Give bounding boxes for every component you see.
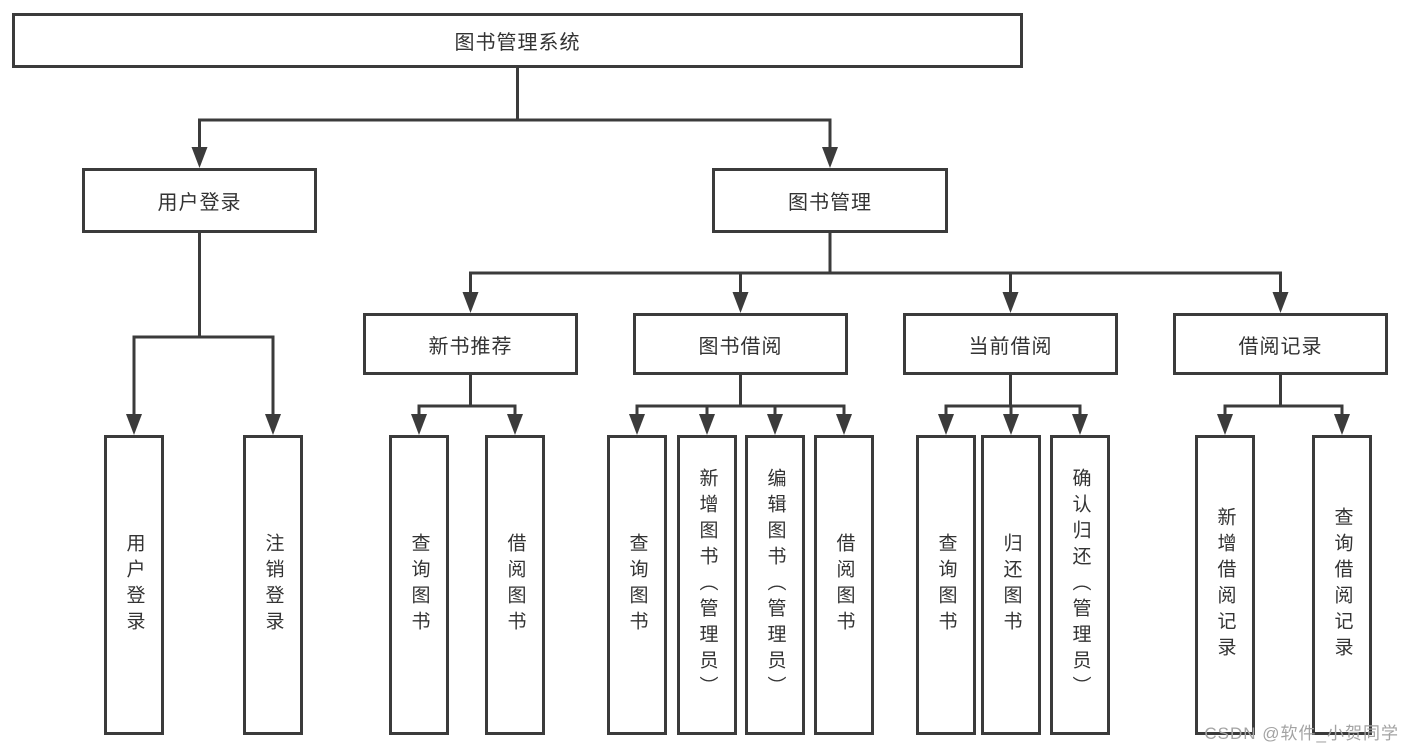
leaf-query-books-recommend-label: 查询图书 [408, 533, 430, 637]
arrowheads-current-borrowing-leaves [938, 414, 1088, 435]
node-user-login: 用户登录 [82, 168, 317, 233]
leaf-query-books-recommend: 查询图书 [389, 435, 449, 735]
arrowheads-new-book-leaves [411, 414, 523, 435]
node-book-borrowing: 图书借阅 [633, 313, 848, 375]
node-root: 图书管理系统 [12, 13, 1023, 68]
node-new-book-recommendation: 新书推荐 [363, 313, 578, 375]
leaf-user-login: 用户登录 [104, 435, 164, 735]
leaf-add-borrow-record-label: 新增借阅记录 [1214, 507, 1236, 663]
leaf-query-borrow-record: 查询借阅记录 [1312, 435, 1372, 735]
connector-root-to-level2 [198, 66, 832, 152]
leaf-edit-books-admin: 编辑图书（管理员） [745, 435, 805, 735]
node-borrowing-records: 借阅记录 [1173, 313, 1388, 375]
node-current-borrowing-label: 当前借阅 [968, 335, 1053, 358]
leaf-borrow-books: 借阅图书 [814, 435, 874, 735]
watermark: CSDN @软件_小贺同学 [1204, 724, 1399, 743]
node-current-borrowing: 当前借阅 [903, 313, 1118, 375]
node-book-borrowing-label: 图书借阅 [698, 335, 783, 358]
leaf-confirm-return-admin: 确认归还（管理员） [1050, 435, 1110, 735]
leaf-borrow-books-recommend-label: 借阅图书 [504, 533, 526, 637]
arrowheads-book-borrowing-leaves [629, 414, 852, 435]
arrowheads-user-login-leaves [126, 414, 281, 435]
leaf-add-books-admin: 新增图书（管理员） [677, 435, 737, 735]
leaf-add-books-admin-label: 新增图书（管理员） [696, 468, 718, 702]
connector-user-login-to-leaves [132, 231, 275, 419]
leaf-query-books-borrow: 查询图书 [607, 435, 667, 735]
node-new-book-recommendation-label: 新书推荐 [428, 335, 513, 358]
connector-book-borrowing-to-leaves [635, 373, 846, 419]
connector-borrowing-records-to-leaves [1223, 373, 1344, 419]
leaf-user-login-label: 用户登录 [123, 533, 145, 637]
connector-book-management-to-level3 [469, 231, 1282, 297]
arrowheads-borrowing-records-leaves [1217, 414, 1350, 435]
leaf-logout-label: 注销登录 [262, 533, 284, 637]
leaf-query-books-borrow-label: 查询图书 [626, 533, 648, 637]
connector-new-book-to-leaves [417, 373, 517, 419]
node-book-management: 图书管理 [712, 168, 948, 233]
leaf-borrow-books-recommend: 借阅图书 [485, 435, 545, 735]
leaf-add-borrow-record: 新增借阅记录 [1195, 435, 1255, 735]
node-root-label: 图书管理系统 [454, 32, 581, 54]
leaf-query-books-current-label: 查询图书 [935, 533, 957, 637]
leaf-confirm-return-admin-label: 确认归还（管理员） [1069, 468, 1091, 702]
node-borrowing-records-label: 借阅记录 [1238, 335, 1323, 358]
connector-current-borrowing-to-leaves [944, 373, 1082, 419]
arrowheads-level3 [462, 292, 1289, 313]
leaf-query-books-current: 查询图书 [916, 435, 976, 735]
leaf-borrow-books-label: 借阅图书 [833, 533, 855, 637]
leaf-logout: 注销登录 [243, 435, 303, 735]
leaf-return-books: 归还图书 [981, 435, 1041, 735]
leaf-edit-books-admin-label: 编辑图书（管理员） [764, 468, 786, 702]
leaf-query-borrow-record-label: 查询借阅记录 [1331, 507, 1353, 663]
arrowheads-level2 [191, 147, 838, 168]
node-user-login-label: 用户登录 [157, 192, 242, 214]
leaf-return-books-label: 归还图书 [1000, 533, 1022, 637]
node-book-management-label: 图书管理 [788, 192, 872, 214]
